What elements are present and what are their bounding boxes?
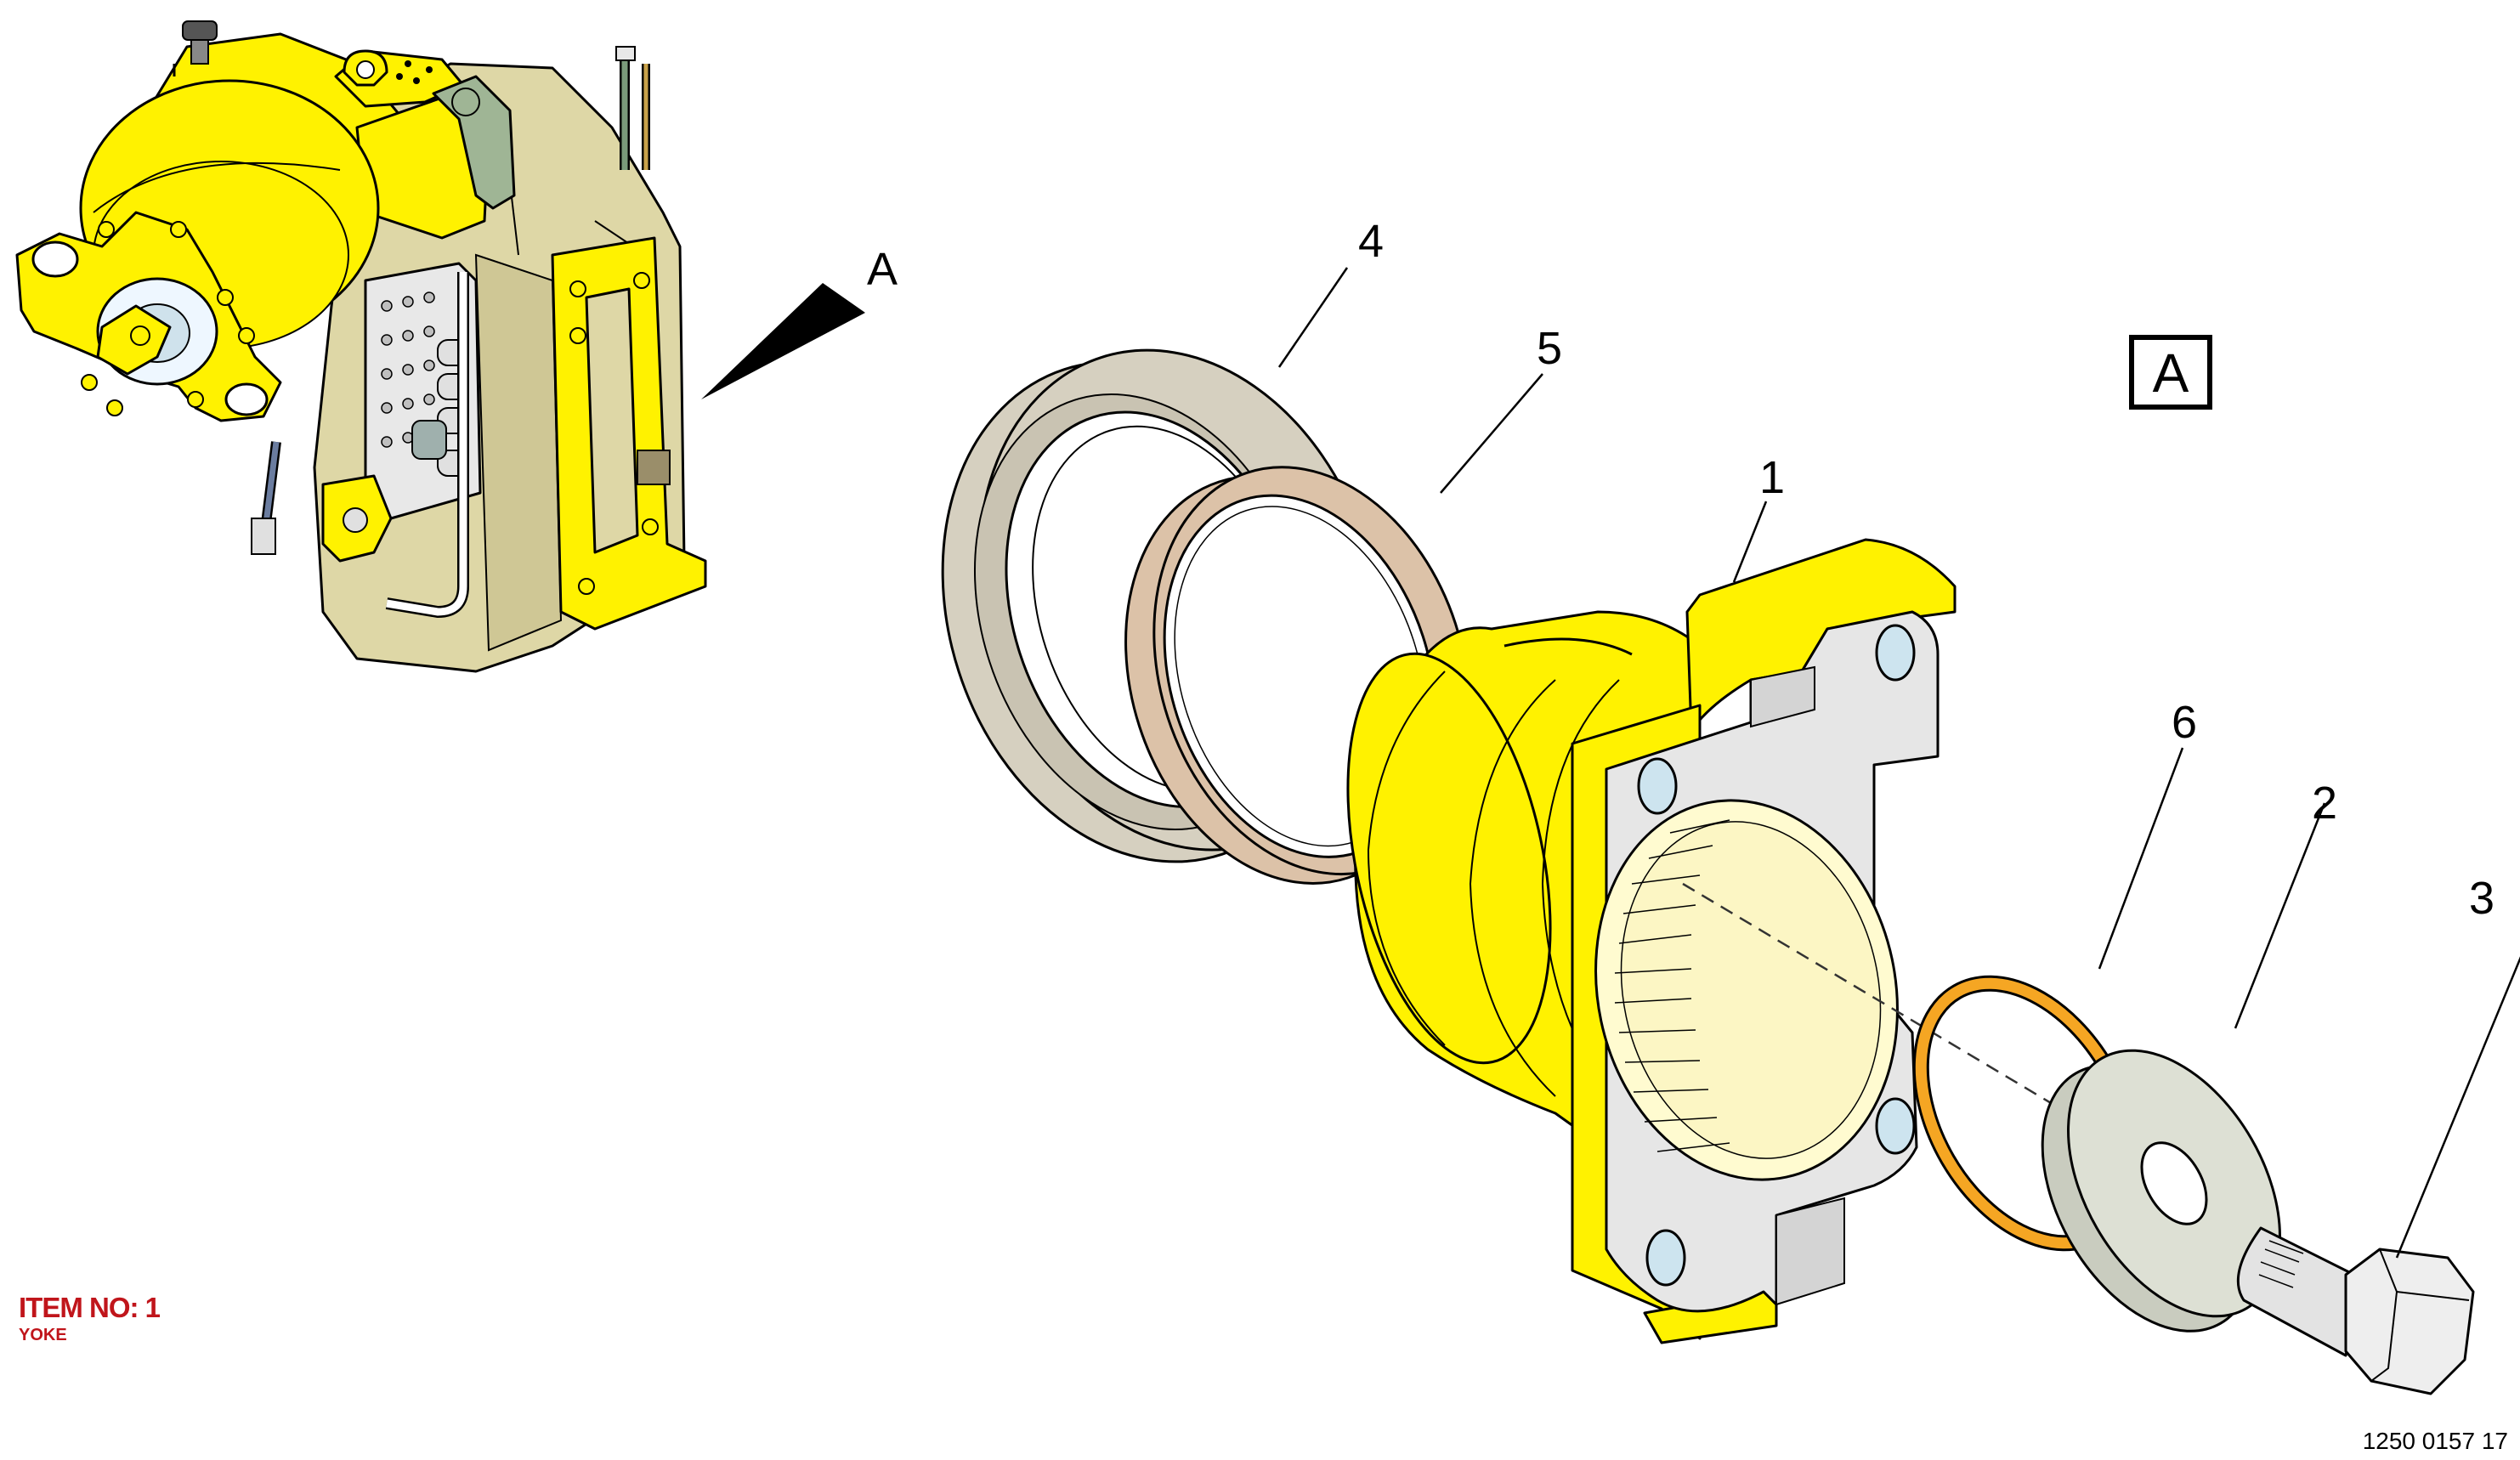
part-2-washer [2041, 1049, 2281, 1333]
item-number-label: ITEM NO: 1 [19, 1292, 161, 1323]
view-label: A [867, 244, 898, 295]
part-1-yoke [1346, 538, 1957, 1344]
view-box [2129, 335, 2212, 410]
part-3-bolt [2236, 1226, 2475, 1395]
callout-6: 6 [2172, 697, 2197, 748]
view-box-label: A [2153, 342, 2189, 404]
leader-lines [1277, 267, 2520, 1259]
callout-1: 1 [1759, 452, 1785, 503]
item-name-label: YOKE [19, 1326, 67, 1344]
callout-5: 5 [1537, 323, 1562, 374]
callout-3: 3 [2469, 873, 2495, 924]
drawing-number: 1250 0157 17 [2362, 1428, 2508, 1454]
transmission-assembly-icon [15, 20, 707, 673]
callout-4: 4 [1358, 216, 1384, 267]
view-direction-arrow-icon [701, 283, 865, 399]
callout-2: 2 [2312, 778, 2337, 829]
